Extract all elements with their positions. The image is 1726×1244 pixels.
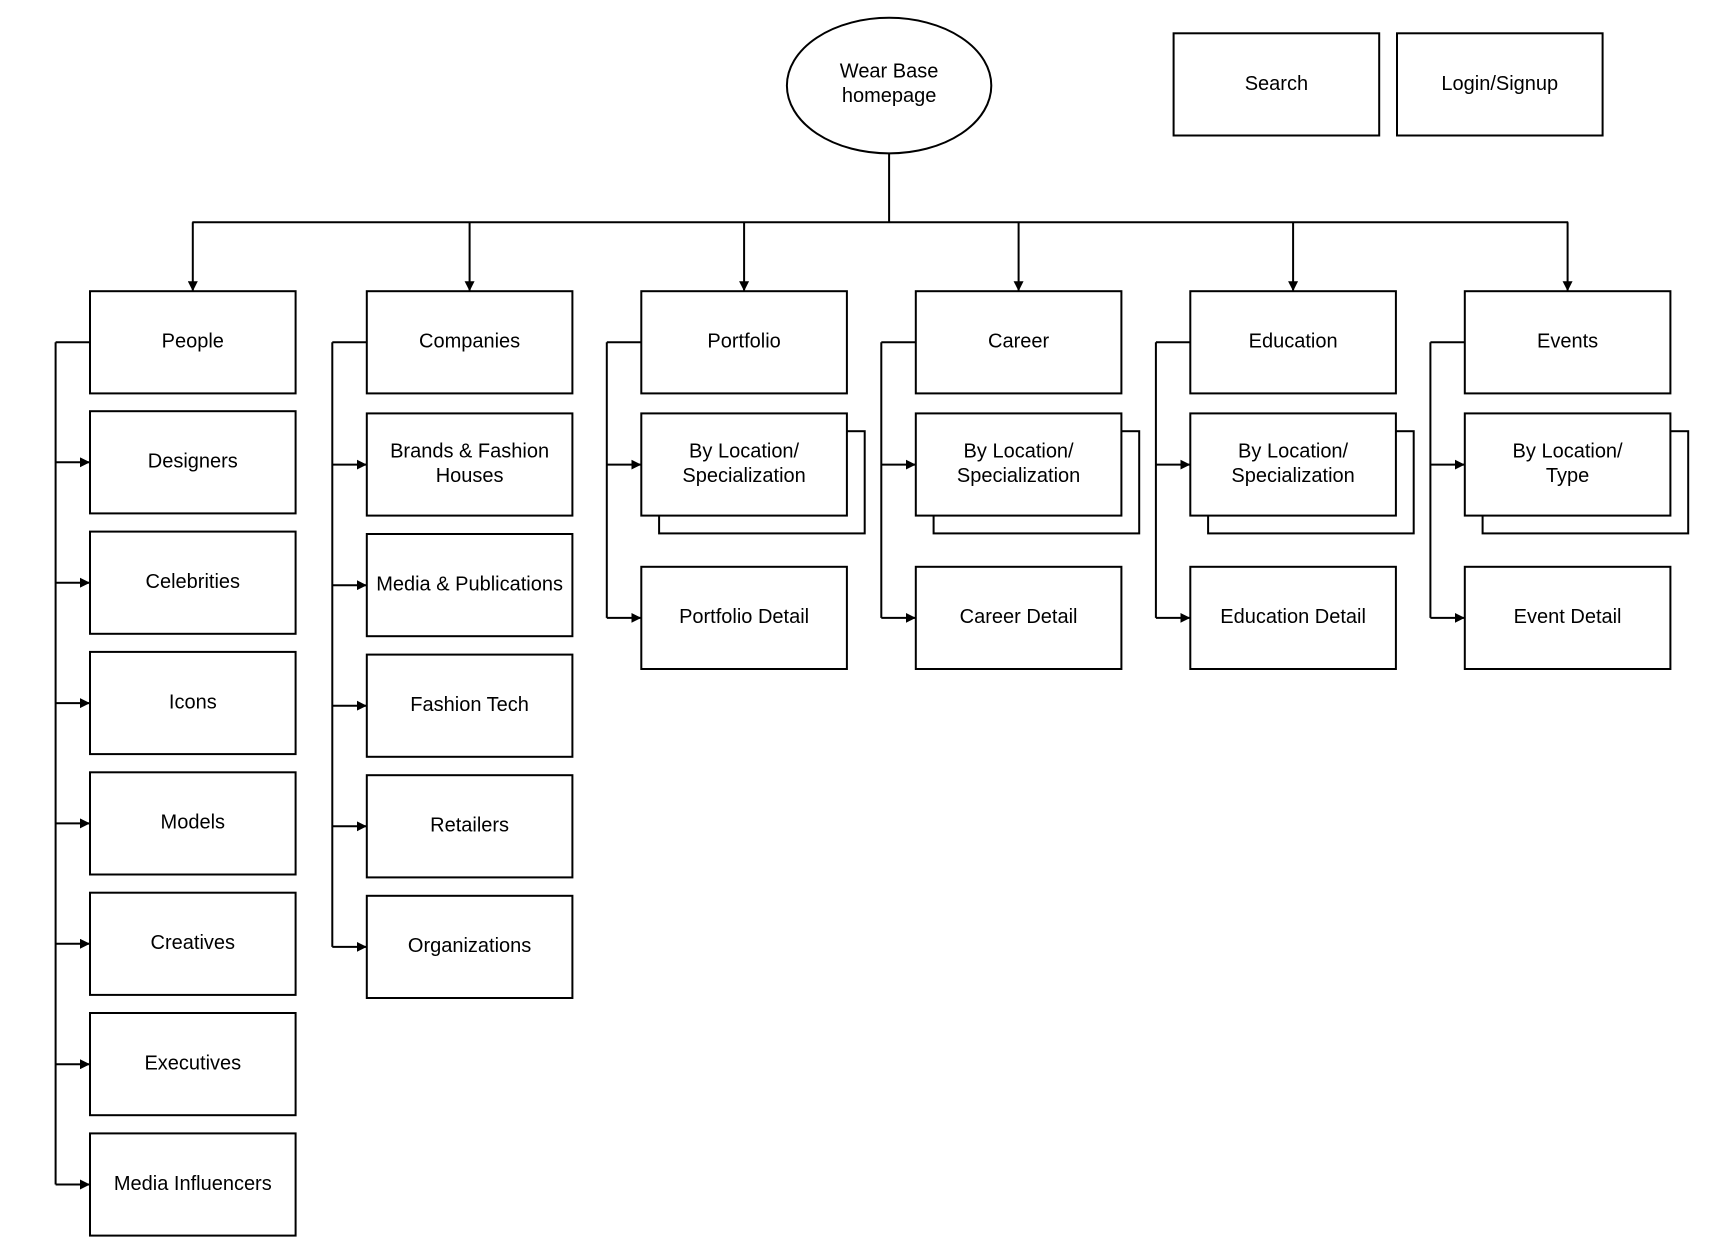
people-child-media-influencers[interactable]: Media Influencers bbox=[89, 1132, 297, 1237]
career-detail-box[interactable]: Career Detail bbox=[914, 565, 1123, 670]
career-header-box[interactable]: Career bbox=[914, 290, 1123, 395]
login-box[interactable]: Login/Signup bbox=[1396, 32, 1604, 137]
node-label: Organizations bbox=[408, 935, 531, 957]
people-header-box[interactable]: People bbox=[89, 290, 297, 395]
companies-child-fashion-tech[interactable]: Fashion Tech bbox=[365, 653, 574, 758]
people-child-creatives-box bbox=[89, 891, 297, 996]
education-detail-box-box bbox=[1189, 565, 1397, 670]
connector-lines bbox=[54, 153, 1573, 1190]
node-label: Portfolio Detail bbox=[679, 606, 809, 628]
companies-child-retailers-box bbox=[365, 774, 574, 879]
events-detail-box-box bbox=[1463, 565, 1672, 670]
node-label: By Location/ bbox=[964, 441, 1075, 463]
people-child-icons-box bbox=[89, 650, 297, 756]
node-label: Retailers bbox=[430, 815, 509, 837]
node-label: Type bbox=[1546, 465, 1589, 487]
node-label: Specialization bbox=[957, 465, 1080, 487]
node-label: Executives bbox=[144, 1052, 241, 1074]
node-label: By Location/ bbox=[1513, 441, 1624, 463]
portfolio-list-box[interactable]: By Location/Specialization bbox=[640, 412, 866, 535]
people-child-designers-box bbox=[89, 410, 297, 515]
events-list-box[interactable]: By Location/Type bbox=[1463, 412, 1690, 535]
people-child-icons[interactable]: Icons bbox=[89, 650, 297, 756]
companies-header-box[interactable]: Companies bbox=[365, 290, 574, 395]
education-header-box[interactable]: Education bbox=[1189, 290, 1397, 395]
node-label: homepage bbox=[842, 85, 937, 107]
people-header-box-box bbox=[89, 290, 297, 395]
people-child-executives-box bbox=[89, 1012, 297, 1117]
career-list-box[interactable]: By Location/Specialization bbox=[914, 412, 1141, 535]
node-label: Fashion Tech bbox=[410, 694, 529, 716]
events-header-box[interactable]: Events bbox=[1463, 290, 1672, 395]
companies-child-media-and-publications[interactable]: Media & Publications bbox=[365, 533, 574, 638]
node-label: Houses bbox=[436, 465, 504, 487]
root-homepage-node[interactable]: Wear Base homepage bbox=[785, 16, 993, 155]
education-list-box[interactable]: By Location/Specialization bbox=[1189, 412, 1415, 535]
node-label: Login/Signup bbox=[1441, 73, 1558, 95]
events-header-box-box bbox=[1463, 290, 1672, 395]
events-list-box-box bbox=[1463, 412, 1672, 517]
node-label: Search bbox=[1245, 73, 1308, 95]
node-label: Designers bbox=[148, 451, 238, 473]
node-label: Icons bbox=[169, 691, 217, 713]
career-header-box-box bbox=[914, 290, 1123, 395]
node-label: Creatives bbox=[151, 932, 235, 954]
node-label: By Location/ bbox=[1238, 441, 1349, 463]
events-detail-box[interactable]: Event Detail bbox=[1463, 565, 1672, 670]
portfolio-header-box[interactable]: Portfolio bbox=[640, 290, 848, 395]
people-child-creatives[interactable]: Creatives bbox=[89, 891, 297, 996]
portfolio-detail-box-box bbox=[640, 565, 848, 670]
node-label: Brands & Fashion bbox=[390, 441, 549, 463]
node-label: Education Detail bbox=[1220, 606, 1366, 628]
career-detail-box-box bbox=[914, 565, 1123, 670]
node-label: Specialization bbox=[682, 465, 805, 487]
node-label: Wear Base bbox=[840, 60, 939, 82]
education-list-box-box bbox=[1189, 412, 1397, 517]
node-label: Companies bbox=[419, 331, 520, 353]
career-list-box-box bbox=[914, 412, 1123, 517]
login-box-box bbox=[1396, 32, 1604, 137]
people-child-designers[interactable]: Designers bbox=[89, 410, 297, 515]
portfolio-detail-box[interactable]: Portfolio Detail bbox=[640, 565, 848, 670]
node-label: Models bbox=[161, 812, 225, 834]
search-box[interactable]: Search bbox=[1172, 32, 1381, 137]
companies-child-organizations[interactable]: Organizations bbox=[365, 894, 574, 999]
people-child-media-influencers-box bbox=[89, 1132, 297, 1237]
node-label: By Location/ bbox=[689, 441, 800, 463]
companies-child-retailers[interactable]: Retailers bbox=[365, 774, 574, 879]
people-child-celebrities-box bbox=[89, 530, 297, 635]
diagram-nodes: Wear Base homepage Search Login/SignupPeopl… bbox=[89, 16, 1690, 1237]
node-label: Event Detail bbox=[1514, 606, 1622, 628]
people-child-models[interactable]: Models bbox=[89, 771, 297, 876]
education-header-box-box bbox=[1189, 290, 1397, 395]
node-label: Career bbox=[988, 331, 1049, 353]
people-child-executives[interactable]: Executives bbox=[89, 1012, 297, 1117]
node-label: Celebrities bbox=[146, 571, 240, 593]
node-label: Portfolio bbox=[707, 331, 780, 353]
portfolio-header-box-box bbox=[640, 290, 848, 395]
node-label: Specialization bbox=[1231, 465, 1354, 487]
companies-child-media-and-publications-box bbox=[365, 533, 574, 638]
node-label: Career Detail bbox=[960, 606, 1078, 628]
companies-child-brands-and-fashion-houses-box bbox=[365, 412, 574, 517]
people-child-models-box bbox=[89, 771, 297, 876]
companies-child-fashion-tech-box bbox=[365, 653, 574, 758]
people-child-celebrities[interactable]: Celebrities bbox=[89, 530, 297, 635]
companies-child-organizations-box bbox=[365, 894, 574, 999]
node-label: Events bbox=[1537, 331, 1598, 353]
node-label: Media Influencers bbox=[114, 1173, 272, 1195]
education-detail-box[interactable]: Education Detail bbox=[1189, 565, 1397, 670]
portfolio-list-box-box bbox=[640, 412, 848, 517]
node-label: Education bbox=[1249, 331, 1338, 353]
companies-header-box-box bbox=[365, 290, 574, 395]
root-ellipse bbox=[785, 16, 993, 155]
node-label: Media & Publications bbox=[376, 573, 563, 595]
search-box-box bbox=[1172, 32, 1381, 137]
node-label: People bbox=[162, 331, 224, 353]
